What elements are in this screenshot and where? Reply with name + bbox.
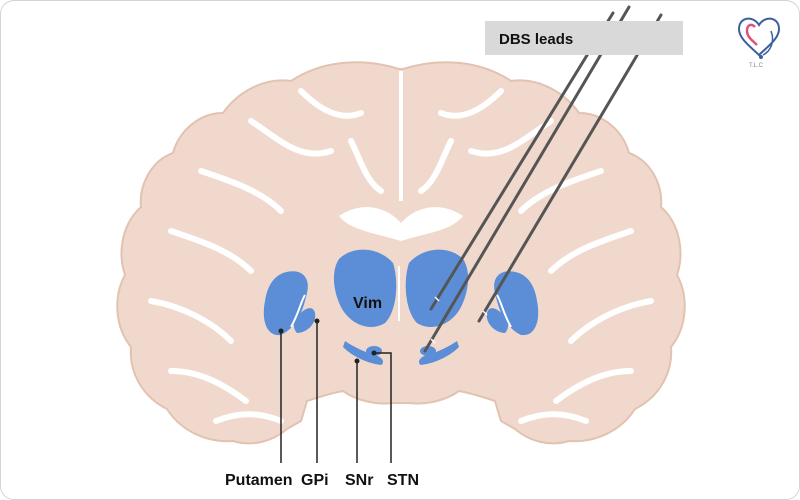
dbs-leads-label: DBS leads bbox=[499, 31, 573, 48]
dbs-lead-1 bbox=[429, 11, 615, 311]
snr-label: SNr bbox=[345, 472, 373, 489]
gpi-left bbox=[294, 308, 316, 333]
heart-stethoscope-logo-icon: T.L.C bbox=[737, 17, 781, 69]
gpi-right bbox=[486, 308, 508, 333]
vim-label: Vim bbox=[353, 295, 382, 312]
snr-right bbox=[419, 341, 459, 365]
lead-contacts bbox=[430, 296, 488, 344]
snr-left bbox=[343, 341, 383, 365]
stn-right bbox=[420, 346, 436, 356]
brain-section bbox=[116, 61, 686, 445]
deep-nuclei bbox=[263, 249, 539, 365]
dbs-leads bbox=[423, 5, 663, 353]
lateral-ventricles bbox=[339, 207, 463, 241]
logo-text: T.L.C bbox=[749, 63, 764, 69]
nuclei-internal-lines bbox=[290, 266, 512, 328]
stn-label: STN bbox=[387, 472, 419, 489]
dbs-lead-3 bbox=[477, 13, 663, 323]
brain-silhouette bbox=[116, 61, 686, 445]
dbs-leads-label-box bbox=[485, 21, 683, 55]
leader-lines bbox=[280, 321, 392, 463]
dbs-lead-2 bbox=[423, 5, 631, 353]
gpi-label: GPi bbox=[301, 472, 329, 489]
leader-dots bbox=[278, 318, 377, 364]
stn-leader-line bbox=[374, 352, 392, 463]
thalamus-left bbox=[333, 249, 397, 328]
putamen-label: Putamen bbox=[225, 472, 293, 489]
thalamus-right bbox=[405, 249, 469, 328]
